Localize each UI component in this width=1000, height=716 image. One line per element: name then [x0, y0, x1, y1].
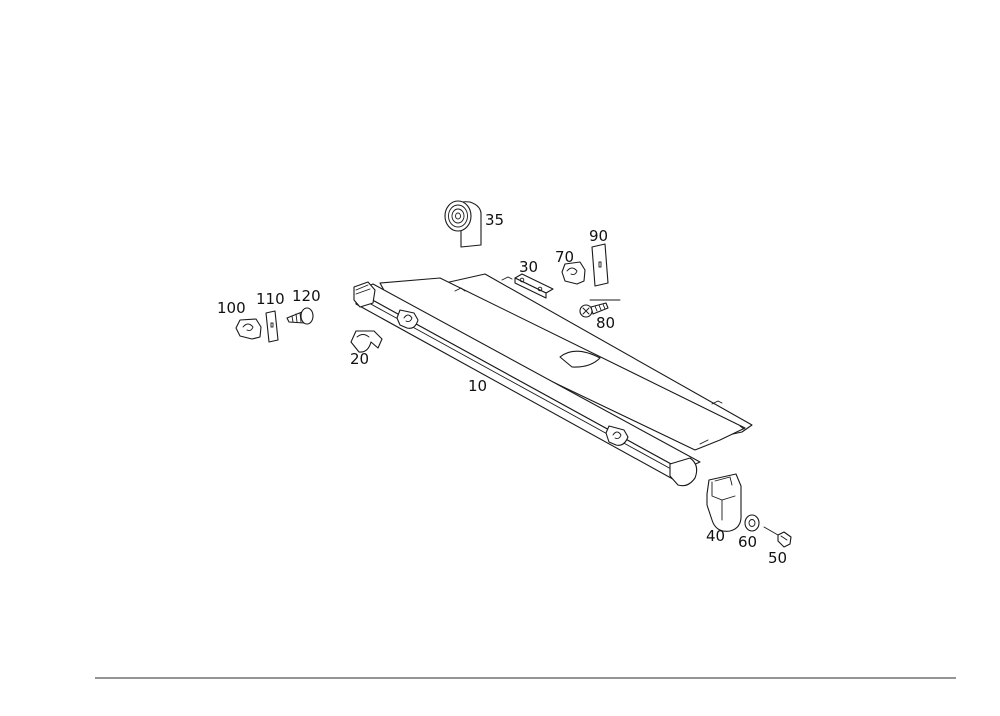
part-110-plate[interactable]: 110	[256, 290, 285, 343]
cassette-end-cap-right	[669, 457, 698, 487]
part-10-roller-blind[interactable]: 10	[353, 273, 753, 487]
part-20-clip[interactable]: 20	[350, 330, 383, 368]
callout-100: 100	[217, 299, 246, 317]
blind-sheet-front	[379, 277, 746, 451]
part-120-screw[interactable]: 120	[286, 287, 321, 325]
part-30-bracket[interactable]: 30	[514, 258, 554, 299]
callout-10: 10	[468, 377, 487, 395]
callout-20: 20	[350, 350, 369, 368]
part-60-washer[interactable]: 60	[738, 514, 760, 551]
blind-sheet-tabs	[454, 276, 745, 445]
callout-80: 80	[596, 314, 615, 332]
callout-30: 30	[519, 258, 538, 276]
part-50-screw[interactable]: 50	[763, 526, 792, 567]
blind-handle-cutout	[559, 350, 601, 368]
part-90-plate[interactable]: 90	[589, 227, 609, 287]
callout-90: 90	[589, 227, 608, 245]
part-80-screw[interactable]: 80	[579, 299, 621, 332]
cassette-clip-right	[605, 425, 629, 446]
callout-110: 110	[256, 290, 285, 308]
part-70-clip[interactable]: 70	[555, 248, 586, 285]
part-100-clip[interactable]: 100	[217, 299, 262, 340]
callout-60: 60	[738, 533, 757, 551]
callout-70: 70	[555, 248, 574, 266]
callout-120: 120	[292, 287, 321, 305]
callout-50: 50	[768, 549, 787, 567]
part-35-tape-roll[interactable]: 35	[444, 200, 504, 248]
part-40-end-cover[interactable]: 40	[706, 473, 742, 545]
cassette-clip-left	[396, 309, 419, 329]
cassette-end-cap-left	[353, 281, 376, 308]
callout-40: 40	[706, 527, 725, 545]
callout-35: 35	[485, 211, 504, 229]
